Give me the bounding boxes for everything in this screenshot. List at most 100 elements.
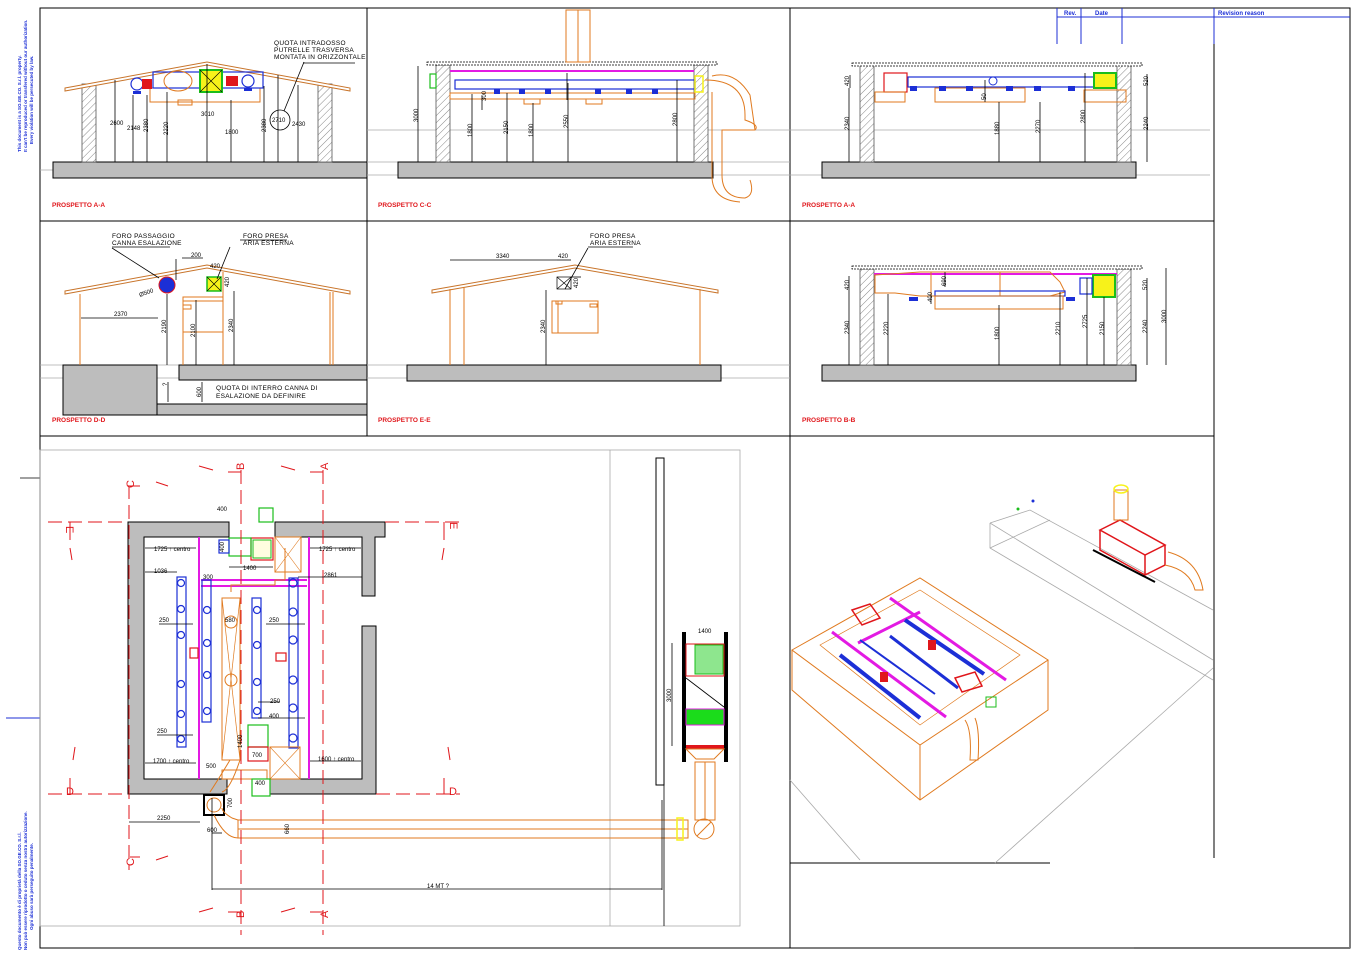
dim-label: 3010 bbox=[201, 112, 215, 118]
dim-label: 2190 bbox=[162, 319, 168, 333]
legal-line-2: It can't be reproduced or transfered wit… bbox=[23, 20, 28, 152]
dim-label: 1800 bbox=[995, 326, 1001, 340]
dim-label: 2240 bbox=[1143, 319, 1149, 333]
dim-label: 2340 bbox=[229, 318, 235, 332]
plan-view[interactable]: B A C B A C D D E E 400 1725 ↑ centro 17… bbox=[39, 449, 741, 935]
dim-label: 420 bbox=[225, 276, 231, 287]
dim-label: 2220 bbox=[164, 121, 170, 135]
view-title: PROSPETTO E-E bbox=[378, 417, 431, 424]
dim-label: 600 bbox=[207, 828, 218, 834]
section-mark-e: E bbox=[447, 522, 459, 529]
legal-line-3: Every violation will be persecuted by la… bbox=[29, 56, 34, 144]
note-line: QUOTA DI INTERRO CANNA DI bbox=[216, 385, 318, 392]
dim-label: 2710 bbox=[272, 118, 286, 124]
dim-label: 250 bbox=[269, 618, 280, 624]
dim-label: 400 bbox=[928, 291, 934, 302]
date-column-header: Date bbox=[1095, 11, 1109, 17]
section-mark-b: B bbox=[235, 911, 247, 918]
dim-label: 2800 bbox=[673, 112, 679, 126]
note-line: FORO PRESA bbox=[243, 233, 289, 240]
view-prospetto-d-d[interactable]: FORO PASSAGGIO CANNA ESALAZIONE FORO PRE… bbox=[40, 233, 368, 424]
dim-label: 600 bbox=[197, 386, 203, 397]
dim-label: 420 bbox=[845, 279, 851, 290]
legal-notice-top: This document is a SO.GE.CO. S.r.l. prop… bbox=[17, 20, 34, 152]
section-mark-c: C bbox=[125, 480, 137, 488]
dim-label: 2600 bbox=[110, 121, 124, 127]
dim-label: 2861 bbox=[324, 573, 338, 579]
dim-label: 3000 bbox=[1162, 309, 1168, 323]
dim-label: 700 bbox=[252, 753, 263, 759]
section-mark-d: D bbox=[449, 786, 457, 798]
dim-label: 400 bbox=[220, 541, 226, 552]
dim-label: 2250 bbox=[157, 816, 171, 822]
view-title: PROSPETTO D-D bbox=[52, 417, 106, 424]
revision-table: Rev. Date Revision reason bbox=[1056, 8, 1350, 44]
dim-label: 2340 bbox=[541, 319, 547, 333]
note-line: FORO PASSAGGIO bbox=[112, 233, 175, 240]
view-prospetto-c-c[interactable]: 3000 1800 300 2150 1800 2550 2800 PROSPE… bbox=[367, 9, 790, 209]
note-line: QUOTA INTRADOSSO bbox=[274, 40, 346, 47]
dim-label: 14 MT ? bbox=[427, 884, 450, 890]
dim-label: 2380 bbox=[144, 118, 150, 132]
dim-label: 300 bbox=[203, 575, 214, 581]
dim-label: 700 bbox=[228, 797, 234, 808]
dim-label: 2800 bbox=[1081, 109, 1087, 123]
view-prospetto-a-a-left[interactable]: 2600 2148 2380 2220 3010 1800 2380 2710 … bbox=[40, 40, 368, 209]
dim-label: Ø500 bbox=[139, 288, 155, 299]
dim-label: 2270 bbox=[1036, 119, 1042, 133]
dim-label: 500 bbox=[206, 764, 217, 770]
section-mark-d: D bbox=[66, 786, 74, 798]
isometric-3d-view[interactable] bbox=[789, 484, 1214, 864]
dim-label: 2210 bbox=[1056, 321, 1062, 335]
dim-label: 1400 bbox=[238, 734, 244, 748]
dim-label: 2220 bbox=[884, 321, 890, 335]
legal-line-3: Ogni abuso sarà perseguito penalmente. bbox=[29, 843, 34, 930]
view-prospetto-a-a-right[interactable]: 420 2340 50 1880 2270 2800 520 2240 PROS… bbox=[790, 62, 1210, 209]
dim-label: 2370 bbox=[114, 312, 128, 318]
dim-label: 250 bbox=[157, 729, 168, 735]
dim-label: 520 bbox=[1144, 75, 1150, 86]
view-prospetto-b-b[interactable]: 420 690 400 2340 2220 1800 2210 2725 215… bbox=[802, 265, 1168, 424]
dim-label: 420 bbox=[845, 75, 851, 86]
dim-label: 3340 bbox=[496, 254, 510, 260]
view-title: PROSPETTO A-A bbox=[52, 202, 105, 209]
dim-label: 520 bbox=[1143, 279, 1149, 290]
dim-label: 420 bbox=[574, 277, 580, 288]
dim-label: 1600 ↑ centro bbox=[318, 757, 355, 763]
note-line: CANNA ESALAZIONE bbox=[112, 240, 182, 247]
note-line: PUTRELLE TRASVERSA bbox=[274, 47, 354, 54]
dim-label: 200 bbox=[191, 253, 202, 259]
dim-label: 660 bbox=[285, 823, 291, 834]
legal-line-2: Non può essere riprodotto o ceduto senza… bbox=[23, 811, 28, 950]
dim-label: 400 bbox=[255, 781, 266, 787]
dim-label: 2380 bbox=[262, 118, 268, 132]
view-title: PROSPETTO C-C bbox=[378, 202, 432, 209]
dim-label: 50 bbox=[982, 93, 988, 100]
dim-label: 2550 bbox=[564, 114, 570, 128]
dim-label: 400 bbox=[217, 507, 228, 513]
legal-line-1: This document is a SO.GE.CO. S.r.l. prop… bbox=[17, 55, 22, 152]
note-line: FORO PRESA bbox=[590, 233, 636, 240]
dim-label: 2150 bbox=[504, 120, 510, 134]
dim-label: 250 bbox=[159, 618, 170, 624]
dim-label: 1400 bbox=[243, 566, 257, 572]
section-mark-a: A bbox=[319, 910, 331, 918]
section-mark-a: A bbox=[319, 462, 331, 470]
legal-line-1: Questo documento è di proprietà della SO… bbox=[17, 832, 22, 950]
view-prospetto-e-e[interactable]: FORO PRESA ARIA ESTERNA 3340 420 420 234… bbox=[367, 233, 790, 424]
dim-label: 1800 bbox=[529, 123, 535, 137]
dim-label: 2240 bbox=[1144, 116, 1150, 130]
dim-label: 2100 bbox=[191, 323, 197, 337]
dim-label: 420 bbox=[210, 264, 221, 270]
dim-label: 2150 bbox=[1100, 321, 1106, 335]
dim-label: 2148 bbox=[127, 126, 141, 132]
side-unit-view[interactable]: 1400 3000 bbox=[655, 457, 728, 926]
dim-label: 400 bbox=[269, 714, 280, 720]
dim-label: ? bbox=[163, 382, 169, 386]
dim-label: 580 bbox=[225, 618, 236, 624]
dim-label: 1800 bbox=[468, 123, 474, 137]
note-line: ESALAZIONE DA DEFINIRE bbox=[216, 393, 306, 400]
dim-label: 3000 bbox=[414, 108, 420, 122]
note-line: MONTATA IN ORIZZONTALE bbox=[274, 54, 366, 61]
view-title: PROSPETTO B-B bbox=[802, 417, 856, 424]
